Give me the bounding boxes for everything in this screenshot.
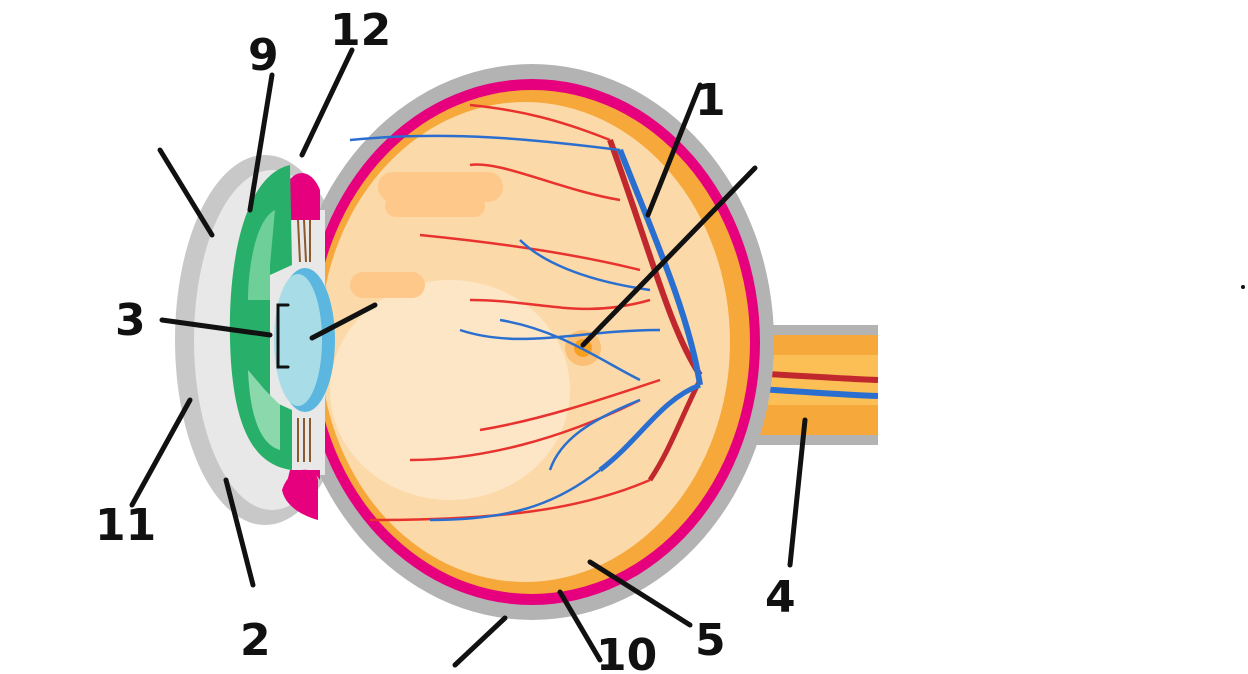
iris (229, 165, 292, 470)
label-3: 3 (115, 295, 146, 346)
label-4: 4 (765, 572, 796, 623)
leader-lines (129, 47, 808, 668)
label-1: 1 (695, 75, 726, 126)
ciliary-fibers (297, 219, 311, 462)
stray-dot (1241, 285, 1245, 289)
label-12: 12 (330, 5, 391, 56)
label-10: 10 (596, 630, 657, 674)
label-5: 5 (695, 615, 726, 666)
blood-vessels (349, 103, 703, 522)
label-9: 9 (248, 30, 279, 81)
label-2: 2 (240, 615, 271, 666)
label-11: 11 (95, 500, 156, 551)
